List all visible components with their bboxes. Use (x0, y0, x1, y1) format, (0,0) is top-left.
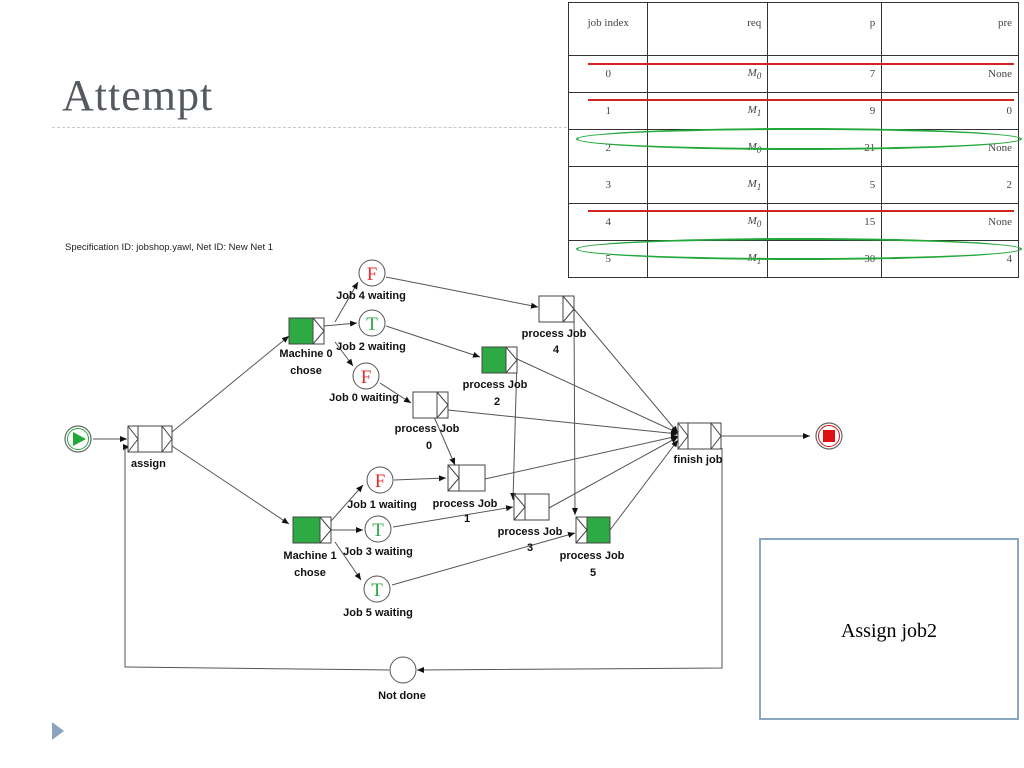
task-machine0-chose[interactable] (288, 317, 325, 345)
task-assign[interactable] (127, 425, 173, 453)
task-finish-job[interactable] (677, 422, 722, 450)
play-icon (73, 432, 86, 446)
label-job5-waiting: Job 5 waiting (343, 607, 413, 619)
column-header: pre (881, 2, 1019, 56)
task-process-job4[interactable] (538, 295, 575, 323)
column-header: p (767, 2, 883, 56)
cell-req: M1 (647, 92, 769, 130)
title-divider (52, 127, 567, 128)
label-assign: assign (131, 458, 166, 470)
label-process-job3-line2: 3 (527, 542, 533, 554)
cell-pre: None (881, 203, 1019, 241)
condition-job2-waiting[interactable]: T (358, 309, 386, 337)
token-job5: T (371, 580, 383, 601)
start-condition[interactable] (64, 425, 92, 453)
task-machine1-chose[interactable] (292, 516, 332, 544)
label-machine0-line1: Machine 0 (279, 348, 332, 360)
token-job4: F (367, 264, 378, 285)
token-job2: T (366, 314, 378, 335)
label-finish-job: finish job (674, 454, 723, 466)
label-process-job4-line1: process Job (522, 328, 587, 340)
cell-req: M0 (647, 203, 769, 241)
note-box: Assign job2 (759, 538, 1019, 720)
strike-row-0 (588, 63, 1014, 65)
cell-p: 15 (767, 203, 883, 241)
condition-job4-waiting[interactable]: F (358, 259, 386, 287)
specification-id: Specification ID: jobshop.yawl, Net ID: … (65, 242, 274, 253)
strike-row-4 (588, 210, 1014, 212)
cell-job-index: 1 (567, 92, 649, 130)
table-row: 4 M0 15 None (567, 203, 1019, 241)
cell-pre: None (881, 55, 1019, 93)
token-job0: F (361, 367, 372, 388)
label-job3-waiting: Job 3 waiting (343, 546, 413, 558)
slide-title: Attempt (62, 71, 214, 120)
cell-req: M0 (647, 55, 769, 93)
cell-job-index: 3 (567, 166, 649, 204)
end-condition[interactable] (815, 422, 843, 450)
table-row: 0 M0 7 None (567, 55, 1019, 93)
column-header: job index (567, 2, 649, 56)
label-process-job0-line1: process Job (395, 423, 460, 435)
table-header-row: job index req p pre (567, 2, 1019, 56)
label-process-job1-line1: process Job (433, 498, 498, 510)
circle-row-5 (576, 238, 1022, 260)
column-header: req (647, 2, 769, 56)
token-job1: F (375, 471, 386, 492)
condition-job0-waiting[interactable]: F (352, 362, 380, 390)
cell-job-index: 0 (567, 55, 649, 93)
label-process-job4-line2: 4 (553, 344, 560, 356)
condition-not-done[interactable] (389, 656, 417, 684)
task-process-job5[interactable] (575, 516, 611, 544)
task-process-job3[interactable] (513, 493, 550, 521)
condition-job3-waiting[interactable]: T (364, 515, 392, 543)
label-process-job1-line2: 1 (464, 513, 470, 525)
strike-row-1 (588, 99, 1014, 101)
cell-p: 5 (767, 166, 883, 204)
token-job3: T (372, 520, 384, 541)
cell-pre: 0 (881, 92, 1019, 130)
next-slide-arrow-icon[interactable] (52, 722, 64, 740)
label-machine1-line1: Machine 1 (283, 550, 336, 562)
label-machine1-line2: chose (294, 567, 326, 579)
net-labels: assign Machine 0 chose Machine 1 chose J… (131, 290, 723, 702)
stop-icon (823, 430, 835, 442)
table-row: 3 M1 5 2 (567, 166, 1019, 204)
label-job4-waiting: Job 4 waiting (336, 290, 406, 302)
cell-p: 9 (767, 92, 883, 130)
task-process-job0[interactable] (412, 391, 449, 419)
label-process-job0-line2: 0 (426, 440, 432, 452)
cell-job-index: 4 (567, 203, 649, 241)
task-process-job1[interactable] (447, 464, 486, 492)
label-job0-waiting: Job 0 waiting (329, 392, 399, 404)
label-job1-waiting: Job 1 waiting (347, 499, 417, 511)
cell-pre: 2 (881, 166, 1019, 204)
label-machine0-line2: chose (290, 365, 322, 377)
task-process-job2[interactable] (481, 346, 518, 374)
label-process-job5-line2: 5 (590, 567, 596, 579)
note-text: Assign job2 (840, 620, 938, 642)
label-process-job3-line1: process Job (498, 526, 563, 538)
label-process-job2-line2: 2 (494, 396, 500, 408)
label-process-job5-line1: process Job (560, 550, 625, 562)
circle-row-2 (576, 128, 1022, 150)
condition-job5-waiting[interactable]: T (363, 575, 391, 603)
label-not-done: Not done (378, 690, 426, 702)
label-process-job2-line1: process Job (463, 379, 528, 391)
cell-p: 7 (767, 55, 883, 93)
condition-job1-waiting[interactable]: F (366, 466, 394, 494)
cell-req: M1 (647, 166, 769, 204)
table-row: 1 M1 9 0 (567, 92, 1019, 130)
label-job2-waiting: Job 2 waiting (336, 341, 406, 353)
